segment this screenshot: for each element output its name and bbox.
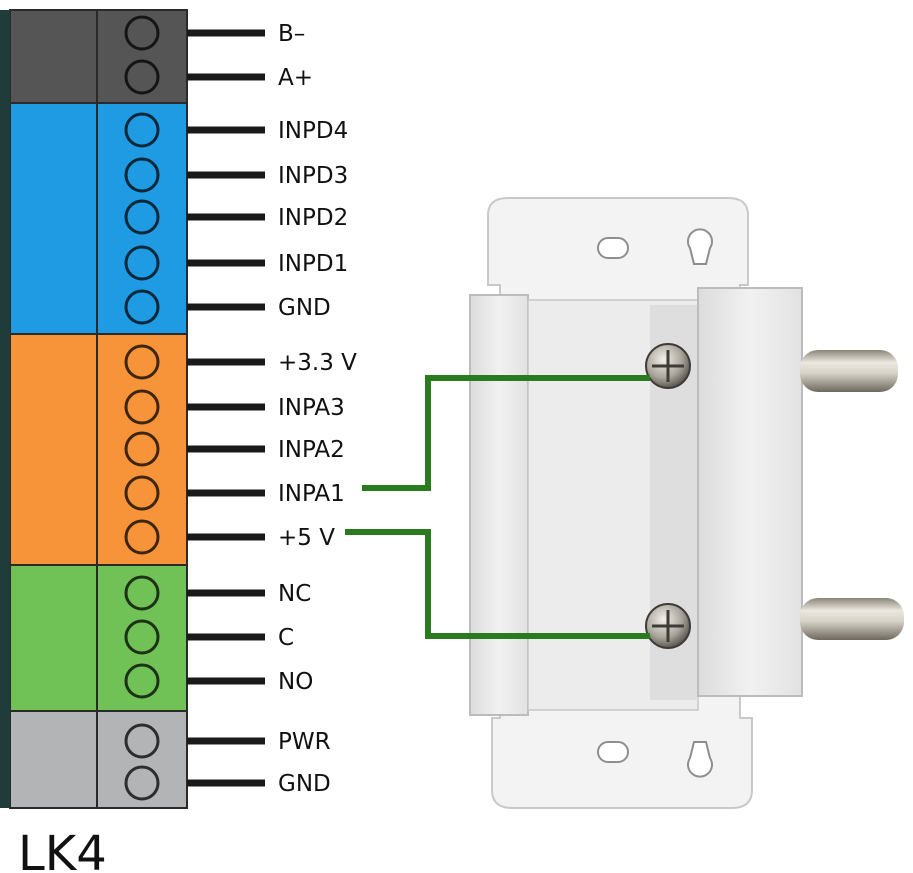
pin-label: INPA3 (278, 395, 345, 421)
right-housing (697, 287, 803, 697)
connection-wires (345, 375, 650, 639)
mount-slot (597, 237, 629, 259)
screw-terminal-circle (124, 389, 160, 425)
terminal-pin: +3.3 V (124, 344, 357, 380)
mount-slot (597, 741, 629, 763)
pin-label: NC (278, 581, 311, 607)
bottom-rod (800, 598, 904, 640)
board-edge (0, 10, 10, 808)
group-color-band (10, 103, 97, 334)
terminal-pin: A+ (124, 59, 313, 95)
terminal-pin: INPD1 (124, 245, 348, 281)
terminal-pin: C (124, 619, 294, 655)
pin-group-rs485: B– A+ (9, 9, 313, 104)
mount-keyhole (687, 741, 713, 778)
terminal-pin: INPA2 (124, 431, 345, 467)
screw-terminal-circle (124, 619, 160, 655)
pin-label: GND (278, 295, 331, 321)
pin-label: C (278, 625, 294, 651)
screw-terminal-circle (124, 289, 160, 325)
terminal-pin: NO (124, 663, 313, 699)
terminal-pin: B– (124, 15, 305, 51)
terminal-pin: GND (124, 289, 331, 325)
terminal-pin: INPD4 (124, 112, 348, 148)
terminal-column (96, 333, 188, 566)
screw-terminal-circle (124, 575, 160, 611)
screw-terminal-circle (124, 245, 160, 281)
pin-label: GND (278, 771, 331, 797)
wire-sensor-top-screw (362, 375, 650, 491)
pin-label: INPA2 (278, 437, 345, 463)
terminal-pin: PWR (124, 723, 331, 759)
terminal-column (96, 564, 188, 712)
pin-label: +3.3 V (278, 350, 357, 376)
pin-label: +5 V (278, 525, 335, 551)
sensor-top-screw (645, 343, 691, 389)
pin-group-power: PWR GND (9, 710, 331, 809)
screw-terminal-circle (124, 519, 160, 555)
pin-label: INPD1 (278, 251, 348, 277)
terminal-pin: INPA1 (124, 475, 345, 511)
magnetic-reed-switch-sensor (469, 197, 904, 809)
pin-label: INPD3 (278, 163, 348, 189)
screw-terminal-circle (124, 723, 160, 759)
top-rod (800, 350, 898, 392)
terminal-pin: INPA3 (124, 389, 345, 425)
group-color-band (10, 10, 97, 103)
screw-terminal-circle (124, 431, 160, 467)
terminal-column (96, 9, 188, 104)
group-color-band (10, 711, 97, 808)
sensor-bottom-screw (645, 603, 691, 649)
pin-label: NO (278, 669, 313, 695)
board-label: LK4 (18, 826, 107, 873)
wire-sensor-bottom-screw (345, 529, 650, 639)
pin-label: A+ (278, 65, 313, 91)
pin-label: INPD4 (278, 118, 348, 144)
terminal-column (96, 102, 188, 335)
screw-terminal-circle (124, 475, 160, 511)
pin-group-relay: NC C NO (9, 564, 313, 712)
mount-keyhole (687, 228, 713, 265)
group-color-band (10, 334, 97, 565)
screw-terminal-circle (124, 59, 160, 95)
pin-label: INPD2 (278, 205, 348, 231)
terminal-pin: INPD2 (124, 199, 348, 235)
screw-terminal-circle (124, 344, 160, 380)
screw-terminal-circle (124, 663, 160, 699)
left-housing (469, 294, 529, 716)
group-color-band (10, 565, 97, 711)
pin-label: PWR (278, 729, 331, 755)
terminal-pin: +5 V (124, 519, 335, 555)
screw-terminal-circle (124, 765, 160, 801)
terminal-column (96, 710, 188, 809)
screw-terminal-circle (124, 199, 160, 235)
screw-terminal-circle (124, 157, 160, 193)
terminal-pin: GND (124, 765, 331, 801)
terminal-pin: INPD3 (124, 157, 348, 193)
terminal-pin: NC (124, 575, 311, 611)
screw-terminal-circle (124, 15, 160, 51)
pin-label: INPA1 (278, 481, 345, 507)
pin-label: B– (278, 21, 305, 47)
screw-terminal-circle (124, 112, 160, 148)
